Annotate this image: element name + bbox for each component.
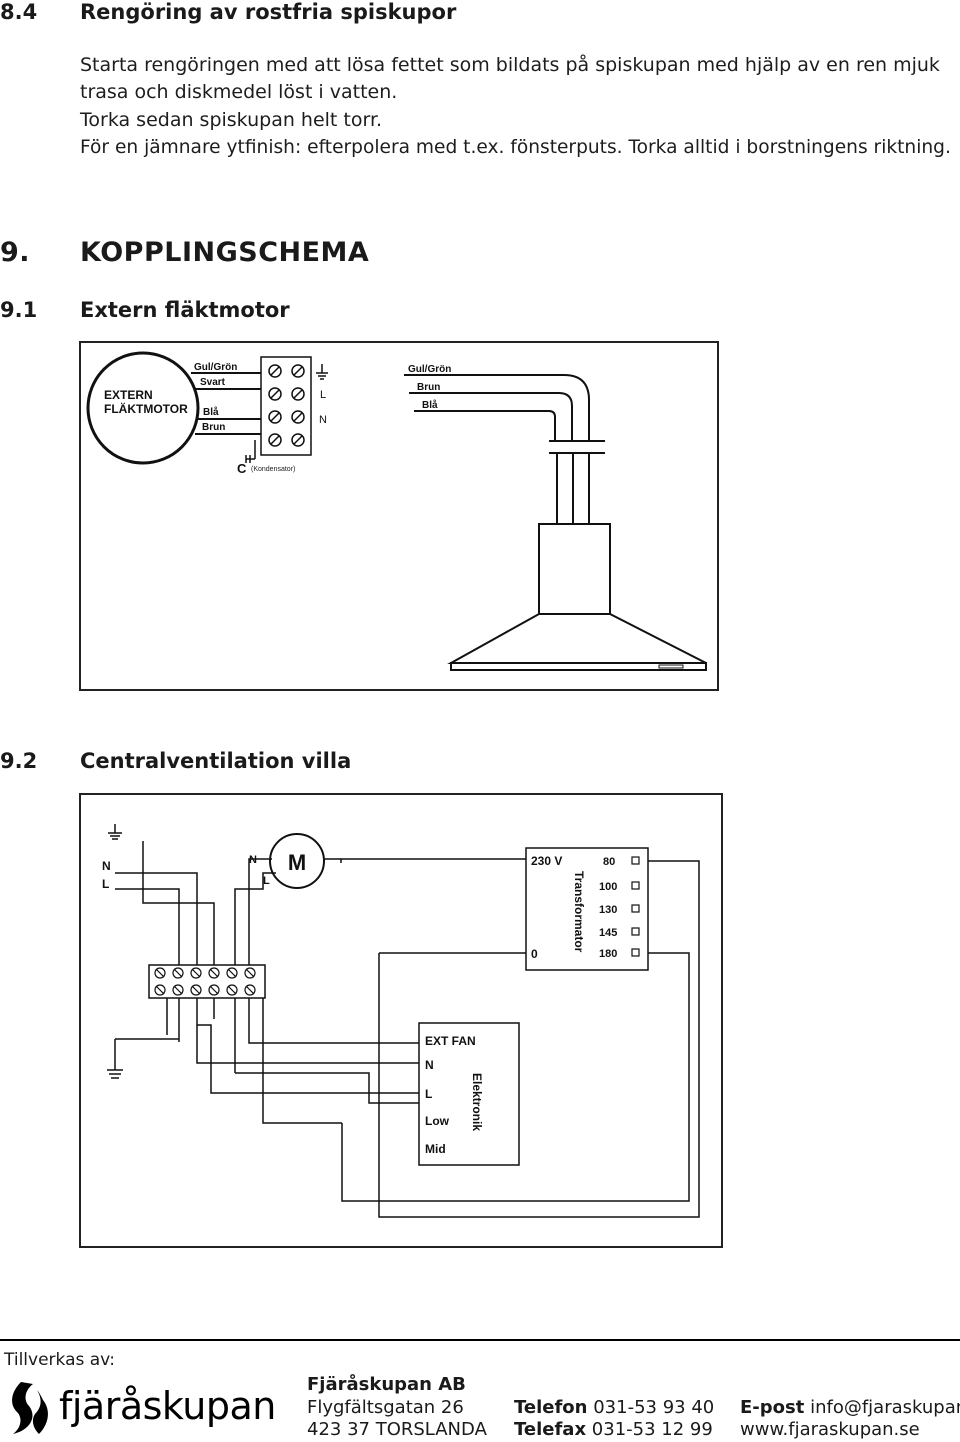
tap-100: 100 bbox=[599, 881, 617, 893]
wire-label-brun: Brun bbox=[202, 422, 225, 433]
phone-label: Telefon bbox=[514, 1397, 588, 1418]
section-9-2-number: 9.2 bbox=[0, 749, 38, 773]
email-link[interactable]: info@fjaraskupan.se bbox=[810, 1397, 960, 1418]
section-9-1-number: 9.1 bbox=[0, 298, 38, 322]
transformer-230v: 230 V bbox=[531, 854, 562, 868]
transformer-0: 0 bbox=[531, 947, 538, 961]
fax-number: 031-53 12 99 bbox=[591, 1419, 713, 1440]
elec-mid: Mid bbox=[425, 1142, 446, 1156]
wire-label-svart: Svart bbox=[200, 377, 226, 388]
external-fan-wiring-diagram: EXTERN FLÄKTMOTOR Gul/Grön Svart Blå Bru… bbox=[79, 341, 721, 693]
motor-circle bbox=[269, 833, 325, 889]
section-8-4-title: Rengöring av rostfria spiskupor bbox=[80, 0, 457, 24]
tap-180: 180 bbox=[599, 948, 617, 960]
capacitor-note: (Kondensator) bbox=[251, 466, 295, 473]
company-logo: fjäråskupan bbox=[3, 1378, 276, 1438]
earth-icon-bottom bbox=[107, 1069, 123, 1079]
motor-m-label: M bbox=[288, 850, 306, 875]
supply-n-label: N bbox=[102, 859, 111, 873]
right-label-brun: Brun bbox=[417, 382, 440, 393]
supply-l-label: L bbox=[102, 877, 109, 891]
logo-mark-icon bbox=[12, 1382, 48, 1434]
company-name: Fjäråskupan AB bbox=[307, 1374, 466, 1395]
wire-label-gulgron: Gul/Grön bbox=[194, 362, 237, 373]
fax-line: Telefax 031-53 12 99 bbox=[514, 1419, 713, 1440]
section-8-4-line-1: Starta rengöringen med att lösa fettet s… bbox=[80, 54, 940, 76]
phone-line: Telefon 031-53 93 40 bbox=[514, 1397, 714, 1418]
earth-icon bbox=[316, 364, 328, 380]
section-9-1-title: Extern fläktmotor bbox=[80, 298, 290, 322]
motor-l-label: L bbox=[263, 875, 270, 887]
central-ventilation-wiring-diagram: N L M N L bbox=[79, 793, 725, 1251]
elec-ext-fan: EXT FAN bbox=[425, 1034, 476, 1048]
capacitor-label: C bbox=[237, 461, 247, 476]
phone-number[interactable]: 031-53 93 40 bbox=[593, 1397, 715, 1418]
transformer-box bbox=[525, 847, 649, 971]
made-by-label: Tillverkas av: bbox=[4, 1350, 116, 1370]
email-line: E-post info@fjaraskupan.se bbox=[740, 1397, 960, 1418]
elec-l: L bbox=[425, 1087, 432, 1101]
footer-divider bbox=[0, 1339, 960, 1341]
section-9-number: 9. bbox=[0, 237, 31, 268]
transformer-title: Transformator bbox=[572, 871, 586, 953]
section-8-4-line-4: För en jämnare ytfinish: efterpolera med… bbox=[80, 137, 951, 158]
company-street: Flygfältsgatan 26 bbox=[307, 1397, 464, 1418]
website-link[interactable]: www.fjaraskupan.se bbox=[740, 1419, 920, 1440]
motor-n-label: N bbox=[249, 854, 257, 866]
terminal-l-label: L bbox=[320, 389, 326, 401]
right-label-bla: Blå bbox=[422, 399, 438, 411]
terminal-n-label: N bbox=[319, 414, 327, 426]
earth-icon-top bbox=[108, 824, 122, 840]
section-8-4-line-2: trasa och diskmedel löst i vatten. bbox=[80, 81, 398, 103]
wire-label-bla: Blå bbox=[203, 406, 219, 418]
elec-title: Elektronik bbox=[470, 1073, 484, 1131]
tap-145: 145 bbox=[599, 927, 617, 939]
elec-n: N bbox=[425, 1058, 434, 1072]
electronics-box bbox=[418, 1022, 520, 1166]
section-9-2-title: Centralventilation villa bbox=[80, 749, 352, 773]
section-9-title: KOPPLINGSCHEMA bbox=[80, 237, 370, 268]
section-8-4-number: 8.4 bbox=[0, 0, 38, 24]
logo-wordmark: fjäråskupan bbox=[59, 1384, 276, 1428]
right-label-gulgron: Gul/Grön bbox=[408, 364, 451, 375]
section-8-4-line-3: Torka sedan spiskupan helt torr. bbox=[80, 109, 383, 131]
email-label: E-post bbox=[740, 1397, 805, 1418]
company-city: 423 37 TORSLANDA bbox=[307, 1419, 487, 1440]
motor-circle bbox=[86, 351, 200, 465]
fax-label: Telefax bbox=[514, 1419, 587, 1440]
elec-low: Low bbox=[425, 1114, 450, 1128]
tap-130: 130 bbox=[599, 904, 617, 916]
motor-label-2: FLÄKTMOTOR bbox=[104, 401, 188, 416]
motor-label-1: EXTERN bbox=[104, 388, 153, 402]
hood-illustration bbox=[447, 523, 707, 671]
tap-80: 80 bbox=[603, 856, 615, 868]
